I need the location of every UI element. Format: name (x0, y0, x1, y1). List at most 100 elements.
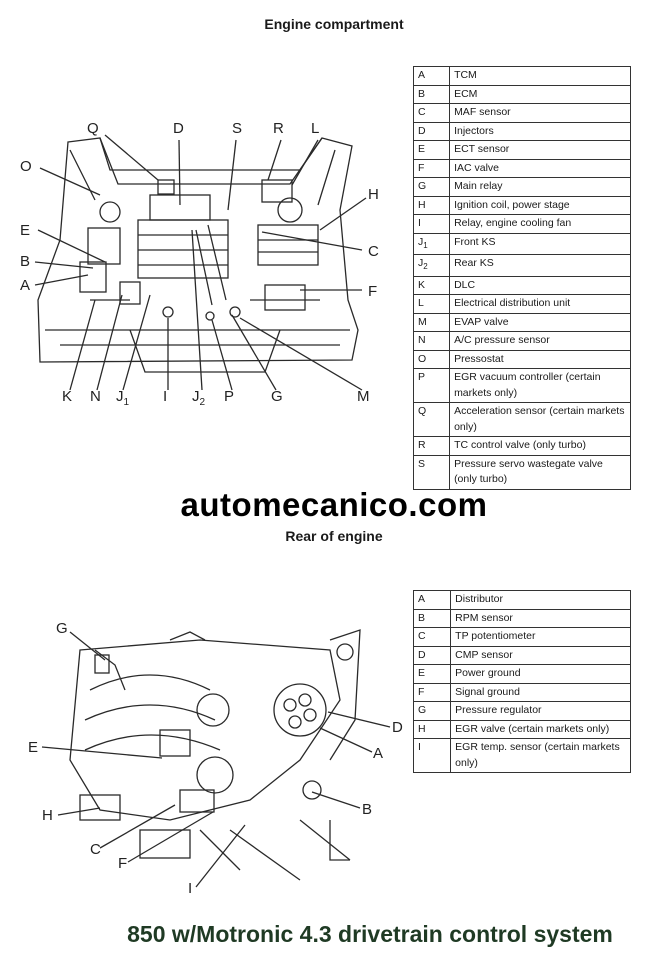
legend-label: TC control valve (only turbo) (449, 436, 631, 456)
legend-key: I (412, 214, 451, 234)
legend-label: TCM (449, 66, 631, 86)
callout-s: S (232, 120, 242, 137)
legend-key: H (412, 719, 452, 739)
legend-key: M (412, 312, 451, 333)
callout-n: N (90, 388, 101, 405)
legend-label: RPM sensor (450, 608, 631, 628)
rear-engine-drawing (41, 629, 391, 888)
legend-key: G (412, 701, 452, 721)
rear-callout-e: E (28, 739, 38, 756)
legend-label: Rear KS (449, 254, 631, 277)
legend-key: I (412, 738, 452, 773)
legend-label: Acceleration sensor (certain markets onl… (449, 402, 631, 438)
legend-label: ECM (449, 84, 631, 104)
legend-key: A (412, 66, 451, 86)
callout-d: D (173, 120, 184, 137)
legend-key: F (412, 158, 451, 178)
legend-key: L (412, 294, 451, 314)
callout-r: R (273, 120, 284, 137)
footer-title: 850 w/Motronic 4.3 drivetrain control sy… (127, 921, 613, 947)
legend-key: S (412, 454, 451, 490)
callout-p: P (224, 388, 234, 405)
legend-label: TP potentiometer (450, 627, 631, 647)
callout-b: B (20, 253, 30, 270)
legend-label: CMP sensor (450, 645, 631, 665)
legend-key: G (412, 177, 451, 197)
legend-key: E (412, 140, 451, 160)
legend-label: EGR vacuum controller (certain markets o… (449, 368, 631, 404)
legend-label: Ignition coil, power stage (449, 195, 631, 215)
callout-k: K (62, 388, 72, 405)
legend-label: Relay, engine cooling fan (449, 214, 631, 234)
legend-label: DLC (449, 275, 631, 296)
legend-key: H (412, 195, 451, 215)
rear-callout-g: G (56, 620, 68, 637)
callout-g: G (271, 388, 283, 405)
legend-label: EGR temp. sensor (certain markets only) (450, 738, 631, 773)
legend-key: D (412, 645, 452, 665)
rear-callout-h: H (42, 807, 53, 824)
legend-label: Pressure regulator (450, 701, 631, 721)
callout-q: Q (87, 120, 99, 137)
legend-label: EGR valve (certain markets only) (450, 719, 631, 739)
legend-label: Injectors (449, 121, 631, 141)
legend-label: A/C pressure sensor (449, 331, 631, 351)
rear-callout-f: F (118, 855, 127, 872)
callout-l: L (311, 120, 319, 137)
legend-key: C (412, 627, 452, 647)
callout-m: M (357, 388, 370, 405)
legend-key: K (412, 275, 451, 296)
legend-key: D (412, 121, 451, 141)
legend-label: Signal ground (450, 682, 631, 702)
legend-key: A (412, 590, 452, 610)
legend-key: R (412, 436, 451, 456)
rear-callout-b: B (362, 801, 372, 818)
legend-label: Pressure servo wastegate valve (only tur… (449, 454, 631, 490)
engine-callouts: Q D S R L O H E B A C F K N J1 I J2 P G … (20, 120, 379, 408)
rear-engine-title: Rear of engine (285, 528, 383, 544)
legend-label: MAF sensor (449, 103, 631, 123)
legend-key: C (412, 103, 451, 123)
legend-label: Distributor (450, 590, 631, 610)
legend-label: Electrical distribution unit (449, 294, 631, 314)
engine-compartment-title: Engine compartment (264, 16, 404, 32)
legend-key: E (412, 664, 452, 684)
legend-label: Front KS (449, 232, 631, 256)
rear-callout-i: I (188, 880, 192, 897)
callout-c: C (368, 243, 379, 260)
callout-f: F (368, 283, 377, 300)
legend-label: EVAP valve (449, 312, 631, 333)
watermark: automecanico.com (180, 486, 488, 523)
legend-key: J2 (412, 254, 451, 277)
rear-callout-d: D (392, 719, 403, 736)
legend-label: ECT sensor (449, 140, 631, 160)
